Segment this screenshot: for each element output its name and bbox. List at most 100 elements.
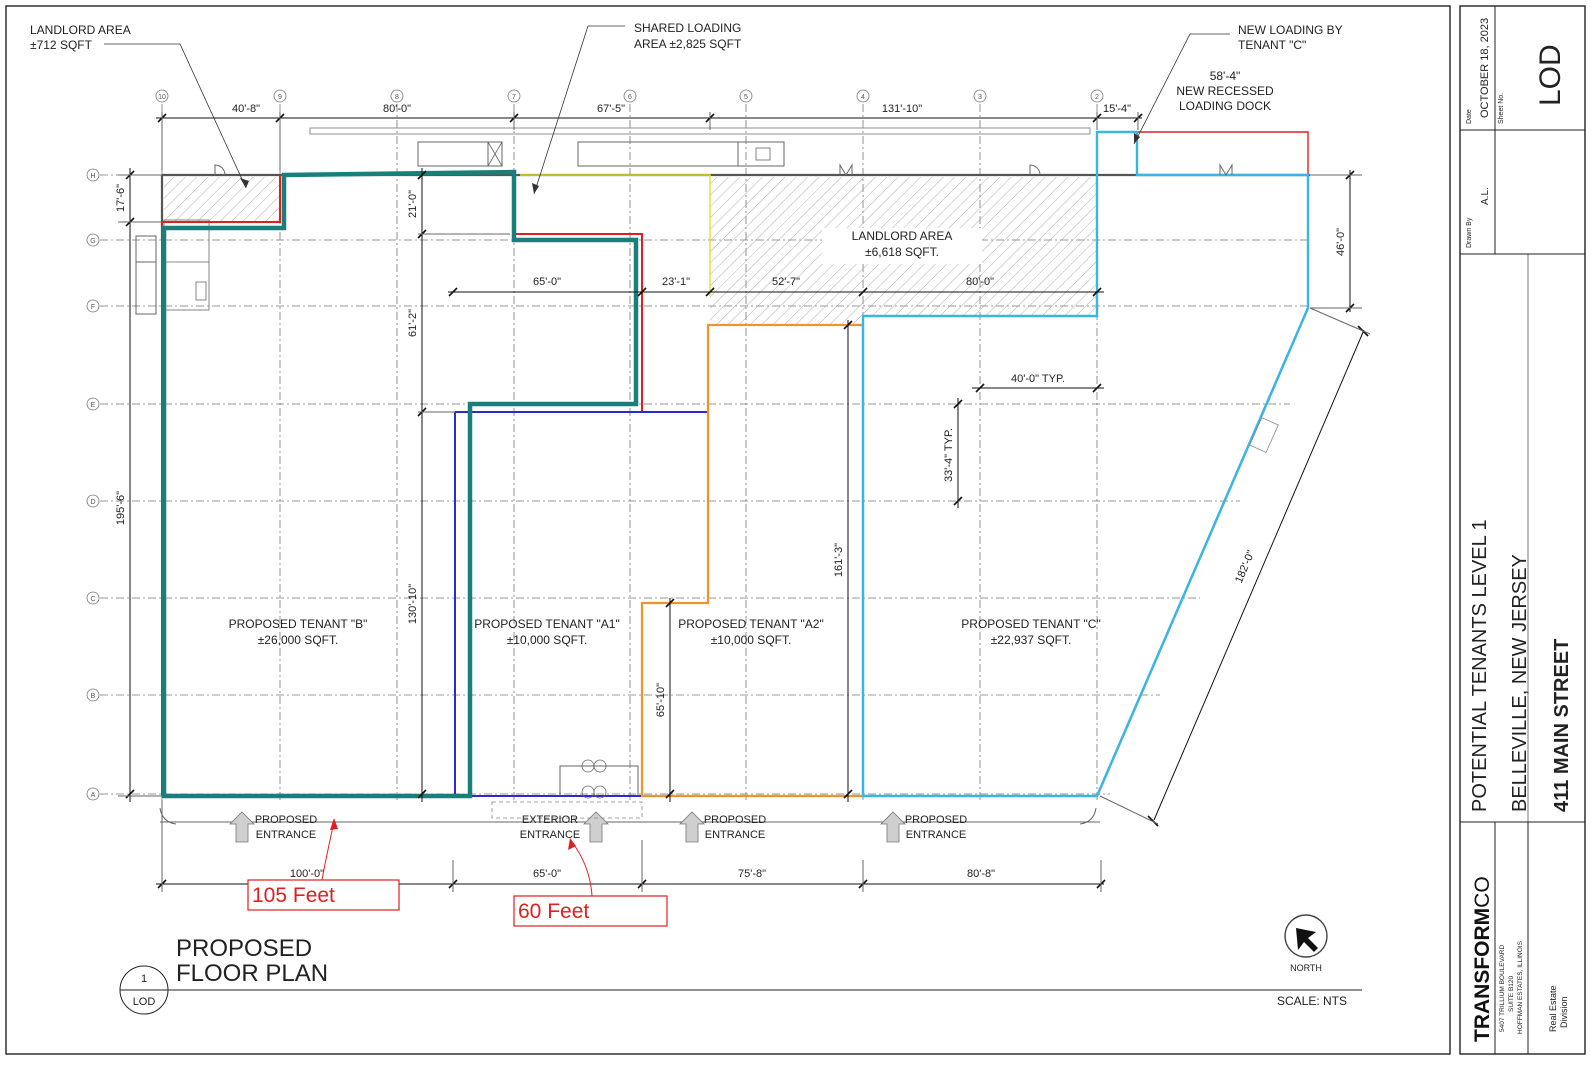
- north-arrow: NORTH: [1284, 914, 1328, 973]
- entrance-2-label-2: ENTRANCE: [705, 829, 766, 841]
- dim-typ-bay-depth: 33'-4" TYP.: [943, 428, 955, 482]
- landlord-label-mask: [822, 228, 982, 264]
- company-address-2: SUITE B120: [1508, 975, 1515, 1012]
- stair-equipment: [135, 219, 210, 315]
- dim-bottom-4: 80'-8": [967, 868, 995, 880]
- project-location: BELLEVILLE, NEW JERSEY: [1509, 554, 1531, 812]
- red-outline-a1-top: [514, 233, 643, 412]
- grid-column-label: 4: [861, 94, 865, 101]
- dim-typ-bay-width: 40'-0" TYP.: [1011, 373, 1065, 385]
- trucks-and-canopy: [309, 127, 1091, 167]
- company-address-1: 5407 TRILLIUM BOULEVARD: [1499, 945, 1506, 1032]
- red-markups: 105 Feet 60 Feet: [247, 818, 668, 927]
- dim-161: 161'-3": [833, 543, 845, 577]
- entrance-labels: PROPOSED ENTRANCE EXTERIOR ENTRANCE PROP…: [255, 814, 967, 841]
- entrance-3-label: PROPOSED: [905, 814, 967, 826]
- grid-row-label: A: [91, 792, 96, 799]
- dim-bottom-3: 75'-8": [738, 868, 766, 880]
- grid-column-label: 9: [278, 94, 282, 101]
- dim-130: 130'-10": [407, 584, 419, 624]
- company-name-bold: TRANSFORM: [1471, 908, 1494, 1042]
- drawn-by-label: Drawn By: [1466, 217, 1473, 248]
- grid-column-label: 5: [744, 94, 748, 101]
- door-swings: [214, 163, 1279, 799]
- dim-65: 65'-10": [655, 683, 667, 717]
- company-address-3: HOFFMAN ESTATES, ILLINOIS: [1517, 940, 1524, 1034]
- dim-top-2: 80'-0": [383, 103, 411, 115]
- title-sheet-ref: LOD: [133, 996, 156, 1008]
- dimension-text: 40'-8" 80'-0" 67'-5" 131'-10" 15'-4" 100…: [115, 103, 1347, 880]
- landlord-area-small-label: LANDLORD AREA: [30, 23, 131, 37]
- tenant-b-sqft: ±26,000 SQFT.: [258, 633, 339, 647]
- landlord-area-large-sqft: ±6,618 SQFT.: [865, 245, 939, 259]
- dim-interior-3: 52'-7": [772, 276, 800, 288]
- tenant-a2-outline: [640, 323, 865, 798]
- entrance-1-label-2: ENTRANCE: [256, 829, 317, 841]
- date-value: OCTOBER 18, 2023: [1479, 18, 1491, 118]
- title-line-1: PROPOSED: [176, 935, 312, 962]
- drawn-by-value: A.L.: [1480, 187, 1491, 205]
- grid-row-label: E: [91, 402, 96, 409]
- project-street: 411 MAIN STREET: [1551, 639, 1573, 812]
- grid-column-label: 8: [395, 94, 399, 101]
- grid-column-label: 2: [1095, 94, 1099, 101]
- tenant-a1-sqft: ±10,000 SQFT.: [507, 633, 588, 647]
- grid-row-label: H: [90, 173, 95, 180]
- tenant-b-label: PROPOSED TENANT "B": [229, 617, 368, 631]
- title-block: Date OCTOBER 18, 2023 Sheet No. LOD Draw…: [1460, 6, 1585, 1054]
- entrance-3-label-2: ENTRANCE: [906, 829, 967, 841]
- grid-column-bubbles: 10 9 8 7 6 5 4 3 2: [155, 89, 1104, 103]
- dim-61: 61'-2": [407, 309, 419, 337]
- drawing-title: PROPOSED FLOOR PLAN 1 LOD: [119, 935, 1362, 1015]
- sheet-no-value: LOD: [1534, 44, 1567, 106]
- north-label: NORTH: [1290, 963, 1322, 973]
- landlord-area-large-label: LANDLORD AREA: [852, 229, 953, 243]
- grid-column-label: 3: [978, 94, 982, 101]
- markup-105-feet: 105 Feet: [252, 884, 335, 907]
- recessed-dock-dim: 58'-4": [1210, 69, 1241, 83]
- grid-column-label: 7: [512, 94, 516, 101]
- title-block-border: [1459, 5, 1586, 1055]
- date-label: Date: [1466, 109, 1473, 124]
- new-loading-label: NEW LOADING BY: [1238, 23, 1343, 37]
- dim-interior-1: 65'-0": [533, 276, 561, 288]
- dim-interior-4: 80'-0": [966, 276, 994, 288]
- landlord-area-small-hatch: [164, 177, 280, 222]
- dim-bottom-2: 65'-0": [533, 868, 561, 880]
- grid-row-label: F: [91, 304, 95, 311]
- tenant-a2-label: PROPOSED TENANT "A2": [678, 617, 823, 631]
- dim-interior-2: 23'-1": [662, 276, 690, 288]
- tenant-a1-label: PROPOSED TENANT "A1": [474, 617, 619, 631]
- tenant-a2-sqft: ±10,000 SQFT.: [711, 633, 792, 647]
- division-line-1: Real Estate: [1548, 985, 1558, 1032]
- tenant-a1-outline: [454, 412, 642, 797]
- tenant-b-outline: [161, 169, 639, 799]
- company-name-light: CO: [1471, 876, 1494, 908]
- scale-label: SCALE: NTS: [1277, 994, 1347, 1008]
- grid-row-bubbles: H G F E D C B A: [86, 168, 100, 801]
- grid-row-label: C: [90, 596, 95, 603]
- dimension-lines: [118, 112, 1371, 892]
- new-loading-tenant: TENANT "C": [1238, 38, 1306, 52]
- dim-diagonal: 182'-0": [1233, 549, 1257, 585]
- landlord-area-small-sqft: ±712 SQFT: [30, 38, 93, 52]
- sheet-no-label: Sheet No.: [1498, 93, 1505, 124]
- division-line-2: Division: [1559, 996, 1569, 1028]
- entrance-arrows: [229, 801, 906, 843]
- drawing-border: [5, 5, 1451, 1055]
- tenant-c-label: PROPOSED TENANT "C": [961, 617, 1100, 631]
- red-outline-small-landlord: [162, 175, 281, 223]
- grid-column-label: 10: [158, 94, 166, 101]
- grid-row-label: G: [90, 238, 95, 245]
- grid-row-label: D: [90, 499, 95, 506]
- title-line-2: FLOOR PLAN: [176, 960, 328, 987]
- grid-row-label: B: [91, 693, 96, 700]
- dim-left-top: 17'-6": [115, 184, 127, 212]
- markup-60-feet: 60 Feet: [518, 900, 589, 923]
- recessed-dock-label-1: NEW RECESSED: [1176, 84, 1274, 98]
- dim-21: 21'-0": [407, 190, 419, 218]
- shared-loading-outline: [520, 174, 711, 296]
- callout-leaders: [104, 25, 1230, 195]
